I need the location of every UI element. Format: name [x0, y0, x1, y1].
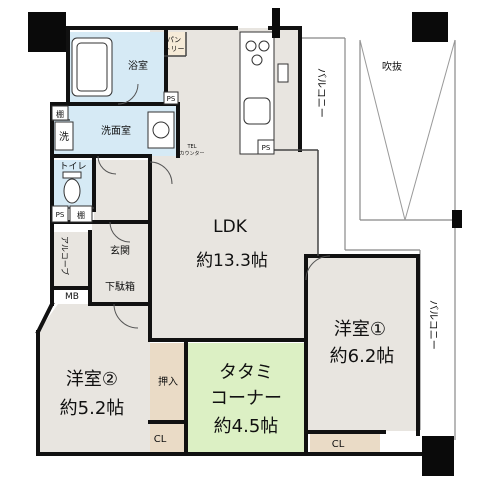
closet2-label: CL	[154, 434, 167, 445]
ldk-label: LDK	[213, 217, 248, 237]
shelf-box	[51, 105, 69, 121]
door-swings	[97, 83, 331, 329]
tel-label-line2: カウンター	[179, 150, 204, 157]
columns	[28, 8, 462, 476]
ps-label-kitchen: PS	[262, 144, 271, 152]
mb-floor	[52, 288, 90, 304]
pantry-label-line2: トリー	[164, 45, 185, 53]
stove-burner-icon	[245, 40, 257, 52]
toilet-label: トイレ	[59, 162, 86, 172]
cl1-floor	[310, 431, 380, 454]
wash-mark-label: 洗	[59, 131, 69, 143]
shelf-box	[69, 205, 93, 223]
sink-icon	[243, 97, 271, 125]
basin-bowl-icon	[152, 121, 170, 139]
ldk-size-label: 約13.3帖	[196, 251, 268, 271]
ps-label-toilet: PS	[56, 211, 65, 219]
western2-size-label: 約5.2帖	[60, 398, 125, 419]
stove-burner-icon	[258, 40, 270, 52]
western2-floor	[38, 304, 150, 452]
balcony-top-label: バルコニー	[315, 68, 327, 118]
column	[422, 436, 454, 476]
column	[272, 8, 280, 38]
bathroom-label: 浴室	[128, 59, 148, 72]
kitchen-counter	[239, 31, 275, 155]
western1-label: 洋室①	[334, 319, 386, 340]
pantry-label-line1: パン	[167, 36, 181, 44]
ps-label-bath: PS	[167, 95, 176, 103]
column	[412, 12, 448, 42]
ps-box	[163, 91, 179, 105]
bathtub-inner-icon	[76, 42, 108, 92]
ldk-floor-lower	[150, 150, 318, 340]
alcove-label: アルコーブ	[60, 236, 70, 275]
fridge-icon	[277, 63, 289, 83]
entrance-floor	[92, 220, 150, 306]
ps-box	[51, 205, 69, 223]
alcove-floor	[52, 232, 90, 288]
tatami-label-line1: タタミ	[219, 362, 273, 383]
column	[452, 210, 462, 228]
balcony-right-label: バルコニー	[427, 300, 439, 350]
void-cross-lines	[359, 39, 456, 221]
western1-size-label: 約6.2帖	[330, 346, 395, 367]
pantry-floor	[164, 32, 186, 56]
tatami-label-line2: コーナー	[210, 388, 282, 409]
toilet-icon	[63, 178, 81, 204]
bathtub-icon	[71, 37, 113, 97]
entrance-label: 玄関	[110, 244, 130, 257]
washing-machine-pan-icon	[54, 121, 74, 151]
oshiire-label: 押入	[158, 375, 178, 388]
cl2-floor	[150, 424, 186, 452]
western2-label: 洋室②	[66, 369, 118, 390]
shoe-box-label: 下駄箱	[105, 280, 135, 293]
hall-floor	[94, 160, 150, 220]
ps-box	[257, 139, 275, 155]
shelf-toilet-label: 棚	[77, 210, 85, 220]
toilet-tank-icon	[62, 171, 82, 179]
washbasin-icon	[147, 111, 175, 149]
tel-label-line1: TEL	[187, 144, 197, 150]
oshiire-floor	[150, 343, 186, 421]
washroom-label: 洗面室	[101, 124, 131, 137]
void-label: 吹抜	[382, 60, 402, 73]
closet1-label: CL	[332, 439, 345, 450]
shelf-top-label: 棚	[56, 109, 64, 119]
tatami-floor	[188, 343, 306, 452]
column	[28, 12, 66, 52]
mb-label: MB	[65, 292, 79, 302]
stove-burner-icon	[251, 54, 263, 66]
western1-floor	[306, 256, 416, 431]
tatami-size-label: 約4.5帖	[214, 416, 279, 437]
